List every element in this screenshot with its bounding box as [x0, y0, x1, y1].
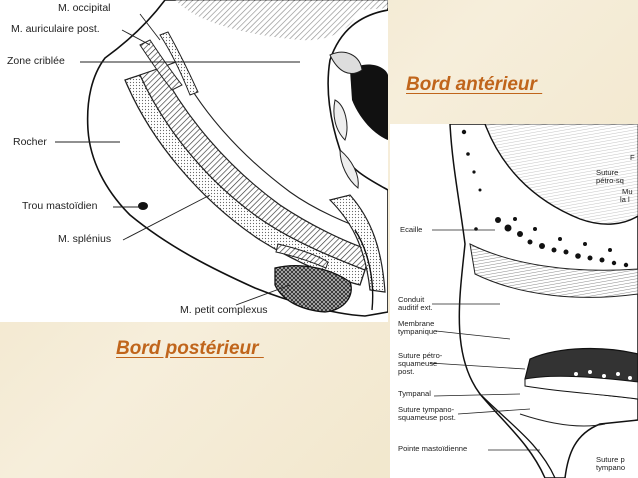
label-trou-mastoidien: Trou mastoïdien — [22, 200, 98, 212]
label-tympanal: Tympanal — [398, 389, 431, 398]
anterior-border-drawing — [429, 124, 638, 478]
petit-complexus-area — [274, 265, 352, 313]
label-auriculaire: M. auriculaire post. — [11, 23, 100, 35]
label-splenius: M. splénius — [58, 233, 112, 245]
bone-pores — [461, 129, 632, 380]
anterior-border-figure: Ecaille Conduit auditif ext. Membrane ty… — [390, 124, 638, 478]
label-top-right-mu: Mu — [622, 187, 633, 196]
label-ecaille: Ecaille — [400, 225, 423, 234]
label-occipital: M. occipital — [58, 2, 111, 14]
label-suture-tympano-2: squameuse post. — [398, 413, 456, 422]
trou-mastoidien-hole — [138, 202, 148, 210]
label-suture-petro-2: squameuse — [398, 359, 438, 368]
label-conduit-1: Conduit — [398, 295, 425, 304]
label-pointe-mastoidienne: Pointe mastoïdienne — [398, 444, 468, 453]
label-top-right-suture-2: pétro-sq — [596, 176, 624, 185]
posterior-border-figure: M. occipital M. auriculaire post. Zone c… — [0, 0, 388, 322]
label-top-right-la: la l — [620, 195, 630, 204]
label-bottom-right-suture: Suture p — [596, 455, 625, 464]
label-bottom-right-tympano: tympano — [596, 463, 626, 472]
label-top-right-suture-1: Suture — [596, 168, 619, 177]
label-membrane-1: Membrane — [398, 319, 435, 328]
label-conduit-2: auditif ext. — [398, 303, 433, 312]
zone-criblee-strip — [139, 39, 183, 91]
label-suture-petro-1: Suture pétro- — [398, 351, 443, 360]
label-suture-petro-3: post. — [398, 367, 415, 376]
dark-cavity — [350, 64, 388, 140]
title-posterior-border: Bord postérieur — [116, 338, 264, 359]
label-rocher: Rocher — [13, 136, 47, 148]
upper-texture — [175, 0, 388, 41]
label-zone-criblee: Zone criblée — [7, 55, 65, 67]
label-membrane-2: tympanique — [398, 327, 438, 336]
label-suture-tympano-1: Suture tympano- — [398, 405, 455, 414]
label-petit-complexus: M. petit complexus — [180, 304, 268, 316]
title-anterior-border: Bord antérieur — [406, 74, 543, 95]
posterior-border-drawing — [55, 0, 388, 317]
label-top-right-f: F — [630, 153, 635, 162]
